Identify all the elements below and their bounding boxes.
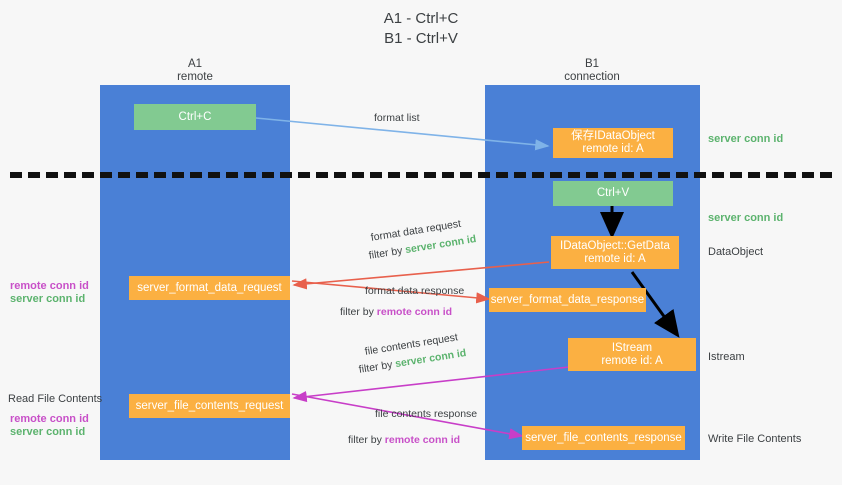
node-ctrl-c[interactable]: Ctrl+C [134, 104, 256, 130]
arrow-file-contents-request [292, 366, 570, 403]
left-label-format-remote-conn-id-text: remote conn id [10, 280, 89, 292]
edge-filter-file-contents-response: filter by remote conn id [348, 434, 460, 447]
node-save-idataobject[interactable]: 保存IDataObject remote id: A [553, 128, 673, 158]
arrow-format-data-request [292, 261, 550, 290]
node-server-file-contents-response[interactable]: server_file_contents_response [522, 426, 685, 450]
node-server-format-data-request[interactable]: server_format_data_request [129, 276, 290, 300]
node-save-idataobject-line1: 保存IDataObject [571, 130, 655, 142]
node-ctrl-c-label: Ctrl+C [178, 110, 212, 123]
node-server-file-contents-request-label: server_file_contents_request [135, 399, 284, 412]
left-label-file-remote-conn-id: remote conn id [10, 412, 89, 426]
column-b1-name: B1 [584, 58, 600, 70]
node-server-format-data-request-label: server_format_data_request [137, 281, 282, 294]
edge-label-file-contents-response: file contents response [375, 408, 478, 420]
node-istream-line2: remote id: A [601, 354, 663, 367]
column-a1-name: A1 [187, 58, 203, 70]
side-label-server-conn-id-top: server conn id [708, 133, 784, 145]
arrow-file-contents-response [291, 393, 524, 440]
page-title: A1 - Ctrl+C B1 - Ctrl+V [0, 9, 842, 49]
node-idataobject-getdata-line1: IDataObject::GetData [560, 239, 670, 252]
node-save-idataobject-line2: remote id: A [582, 143, 644, 155]
arrow-getdata-to-istream [630, 271, 680, 338]
edge-filter-file-contents-response-prefix: filter by [348, 434, 385, 446]
title-line-1: A1 - Ctrl+C [383, 10, 459, 27]
edge-filter-format-data-response: filter by remote conn id [340, 306, 452, 319]
left-label-file-remote-conn-id-text: remote conn id [10, 413, 89, 425]
title-line-2: B1 - Ctrl+V [384, 30, 458, 47]
side-label-istream: Istream [708, 351, 745, 363]
side-label-dataobject: DataObject [708, 246, 764, 258]
node-istream[interactable]: IStream remote id: A [568, 338, 696, 371]
left-label-file-server-conn-id-text: server conn id [10, 426, 86, 438]
left-label-file-server-conn-id: server conn id [10, 425, 85, 439]
side-label-server-conn-id-mid: server conn id [708, 212, 784, 224]
node-server-format-data-response-label: server_format_data_response [490, 293, 645, 306]
node-server-file-contents-request[interactable]: server_file_contents_request [129, 394, 290, 418]
arrow-format-list [255, 117, 550, 151]
node-ctrl-v-label: Ctrl+V [596, 187, 630, 199]
node-ctrl-v[interactable]: Ctrl+V [553, 181, 673, 206]
column-header-a1: A1 remote [135, 58, 255, 84]
clipboard-boundary-divider [10, 172, 832, 178]
left-label-format-remote-conn-id: remote conn id [10, 279, 89, 293]
edge-label-format-list: format list [374, 112, 420, 124]
column-a1-sub: remote [177, 71, 213, 83]
edge-filter-file-contents-response-value: remote conn id [384, 434, 461, 446]
column-header-b1: B1 connection [532, 58, 652, 84]
left-label-format-server-conn-id-text: server conn id [10, 293, 86, 305]
node-idataobject-getdata[interactable]: IDataObject::GetData remote id: A [551, 236, 679, 269]
arrow-format-data-response [291, 280, 491, 304]
left-label-read-file-contents: Read File Contents [8, 393, 103, 405]
node-idataobject-getdata-line2: remote id: A [584, 252, 646, 265]
column-b1-sub: connection [564, 71, 620, 83]
side-label-write-file-contents: Write File Contents [708, 433, 802, 445]
node-server-format-data-response[interactable]: server_format_data_response [489, 288, 646, 312]
edge-label-format-data-response: format data response [365, 285, 465, 297]
node-server-file-contents-response-label: server_file_contents_response [525, 431, 682, 444]
left-label-format-server-conn-id: server conn id [10, 292, 85, 306]
node-istream-line1: IStream [611, 341, 653, 354]
edge-filter-format-data-response-value: remote conn id [376, 306, 453, 318]
edge-filter-format-data-response-prefix: filter by [340, 306, 377, 318]
